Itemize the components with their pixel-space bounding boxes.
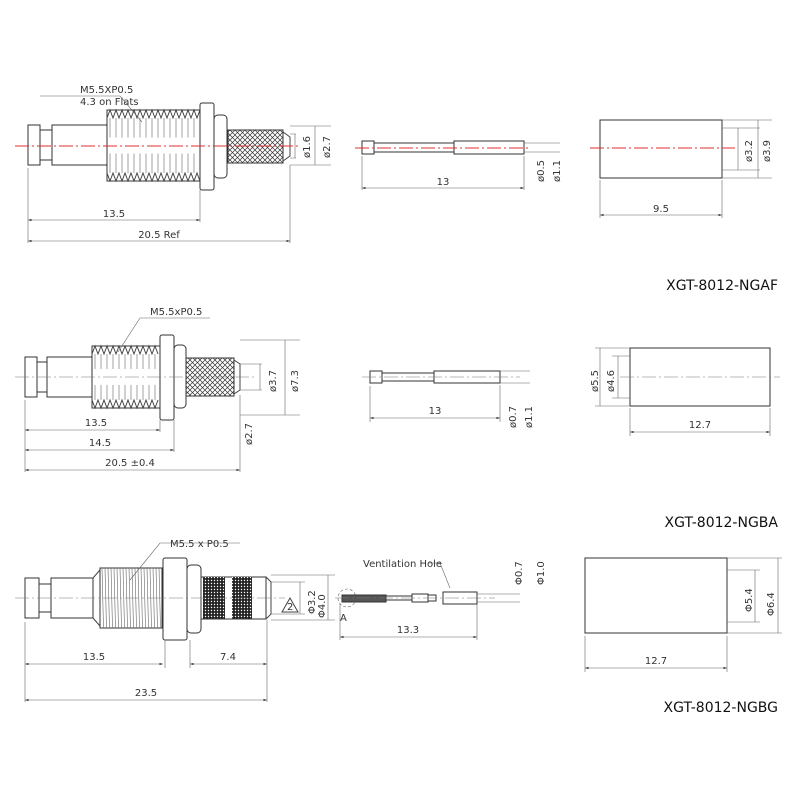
dim-sleeve-d2: ø3.9 [762,140,773,162]
part-number: XGT-8012-NGBA [665,515,779,531]
sleeve-ngbg: Φ5.4 Φ6.4 12.7 [584,557,782,672]
dim-len2: 20.5 Ref [138,230,180,241]
sleeve-ngba: ø5.5 ø4.6 12.7 [590,347,780,436]
connector-ngba: M5.5xP0.5 ø3.7 ø7.3 ø2.7 13.5 14.5 20.5 … [15,307,301,472]
ventilation-hole-label: Ventilation Hole [363,559,442,570]
dim-pin-d1: ø0.5 [536,160,547,182]
thread-ngaf [106,108,201,183]
note-triangle: 2 [287,602,293,613]
dim-pin-len: 13.3 [397,625,419,636]
dim-d-outer: Φ4.0 [317,594,328,618]
row-ngba: M5.5xP0.5 ø3.7 ø7.3 ø2.7 13.5 14.5 20.5 … [15,307,780,531]
dim-len3: 23.5 [135,688,157,699]
connector-ngaf: M5.5XP0.5 4.3 on Flats ø1.6 ø2.7 13.5 20… [15,85,333,243]
dim-sleeve-d2: ø4.6 [606,370,617,392]
dim-pin-d1: ø0.7 [508,406,519,428]
dim-len3: 20.5 ±0.4 [105,458,155,469]
part-number: XGT-8012-NGBG [664,700,778,716]
thread-spec: M5.5XP0.5 [80,85,133,96]
dim-pin-len: 13 [437,177,450,188]
thread-spec: M5.5 x P0.5 [170,539,229,550]
dim-d-low: ø2.7 [244,423,255,445]
dim-sleeve-d1: Φ5.4 [744,588,755,612]
dim-d-outer: ø7.3 [290,370,301,392]
dim-pin-d1: Φ0.7 [514,561,525,585]
dim-pin-len: 13 [429,406,442,417]
dim-d-inner: ø1.6 [302,136,313,158]
pin-ngbg: Ventilation Hole A 13.3 Φ0.7 Φ1.0 [335,559,547,640]
dim-sleeve-len: 9.5 [653,204,669,215]
dim-d-outer: ø2.7 [322,136,333,158]
thread-spec: M5.5xP0.5 [150,307,202,318]
connector-ngbg: M5.5 x P0.5 2 Φ3.2 Φ4.0 13.5 7.4 23.5 [15,539,335,702]
dim-sleeve-d1: ø3.2 [744,140,755,162]
dim-len1: 13.5 [83,652,105,663]
dim-pin-d2: ø1.1 [552,160,563,182]
pin-ngaf: 13 ø0.5 ø1.1 [355,140,563,190]
pin-ngba: 13 ø0.7 ø1.1 [362,370,535,428]
row-ngaf: M5.5XP0.5 4.3 on Flats ø1.6 ø2.7 13.5 20… [15,85,778,294]
row-ngbg: M5.5 x P0.5 2 Φ3.2 Φ4.0 13.5 7.4 23.5 Ve… [15,539,782,716]
dim-sleeve-d2: Φ6.4 [766,592,777,616]
part-number: XGT-8012-NGAF [666,278,778,294]
dim-sleeve-d1: ø5.5 [590,370,601,392]
dim-len1: 13.5 [85,418,107,429]
dim-d-inner: Φ3.2 [307,590,318,614]
dim-len2: 14.5 [89,438,111,449]
dim-pin-d2: Φ1.0 [536,561,547,585]
dim-sleeve-len: 12.7 [645,656,667,667]
dim-pin-d2: ø1.1 [524,406,535,428]
dim-d-inner: ø3.7 [268,370,279,392]
sleeve-ngaf: ø3.2 ø3.9 9.5 [590,119,773,218]
flats-spec: 4.3 on Flats [80,97,139,108]
dim-len1: 13.5 [103,209,125,220]
dim-sleeve-len: 12.7 [689,420,711,431]
detail-a-label: A [340,613,347,624]
dim-len2: 7.4 [220,652,236,663]
